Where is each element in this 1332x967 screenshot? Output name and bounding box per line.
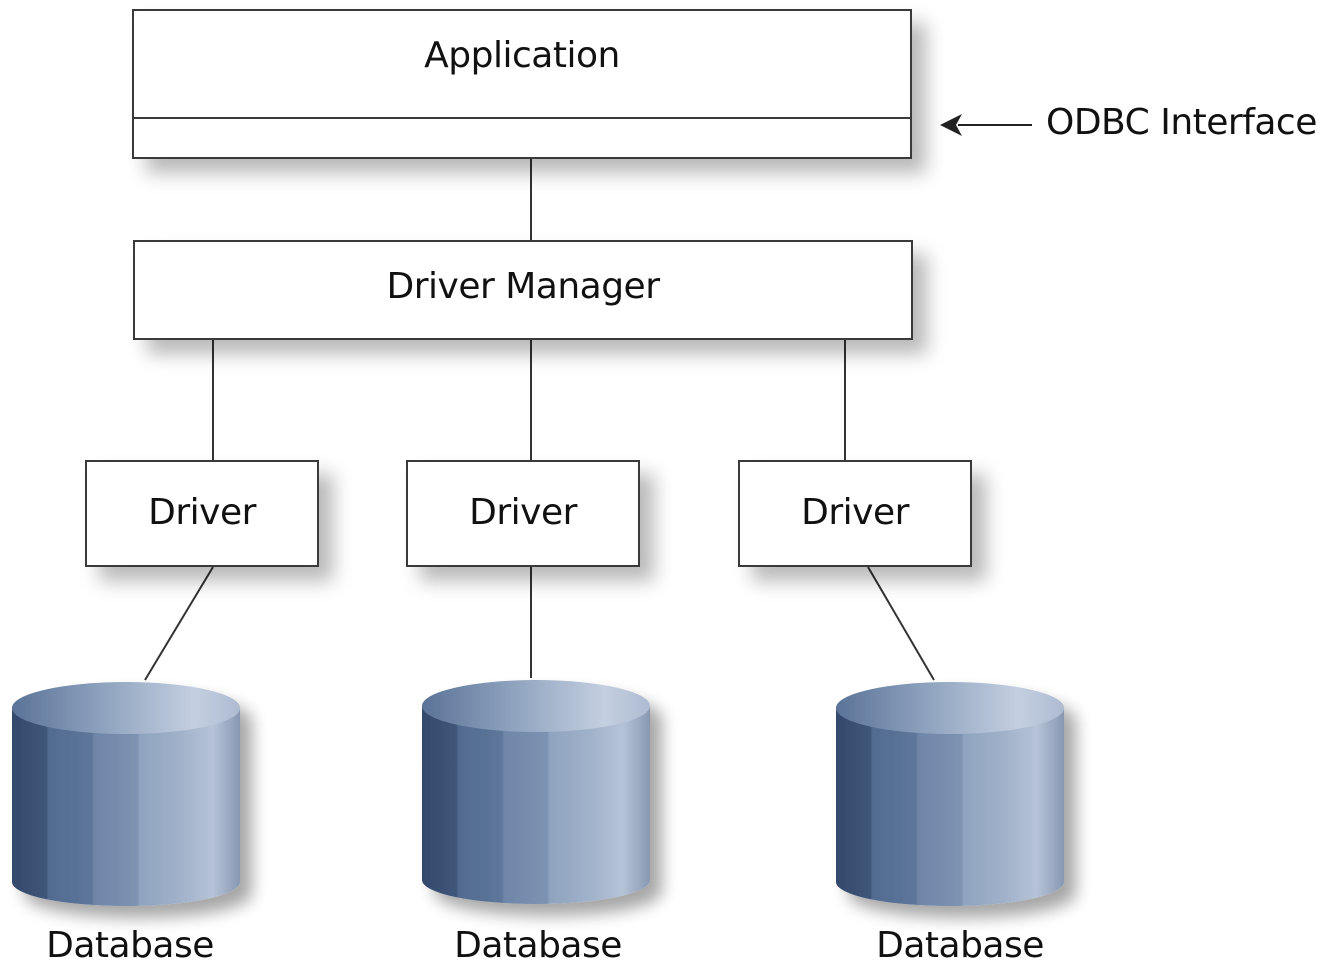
application-box: Application (132, 9, 912, 159)
database-cylinder-2 (422, 680, 650, 904)
application-label: Application (424, 35, 620, 76)
odbc-interface-divider (134, 117, 910, 119)
connector-lines (144, 159, 935, 681)
database-cylinder-1 (12, 682, 240, 906)
driver-manager-label: Driver Manager (386, 266, 660, 307)
odbc-interface-label: ODBC Interface (1046, 102, 1317, 143)
connector-driver3-db3 (867, 566, 935, 681)
driver-label: Driver (148, 492, 256, 533)
database-label-1: Database (46, 925, 214, 966)
connector-driver1-db1 (144, 566, 214, 681)
database-label-2: Database (454, 925, 622, 966)
database-cylinder-3 (836, 682, 1064, 906)
driver-label: Driver (469, 492, 577, 533)
driver-label: Driver (801, 492, 909, 533)
driver-manager-box: Driver Manager (133, 240, 913, 340)
driver-box-3: Driver (738, 460, 972, 567)
driver-box-2: Driver (406, 460, 640, 567)
database-label-3: Database (876, 925, 1044, 966)
driver-box-1: Driver (85, 460, 319, 567)
odbc-arrow (940, 114, 1032, 136)
